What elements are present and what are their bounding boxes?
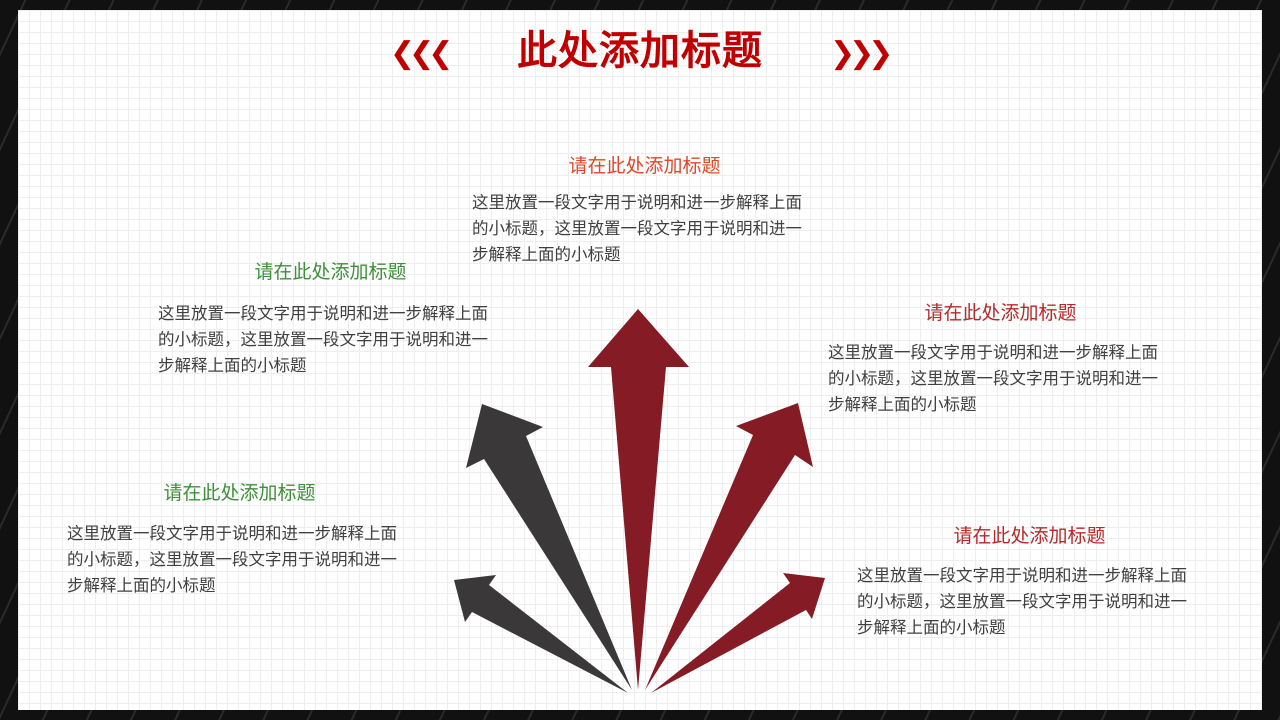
text-block-right-upper: 请在此处添加标题 这里放置一段文字用于说明和进一步解释上面的小标题，这里放置一段… — [828, 298, 1173, 418]
chevrons-left-icon: ❮❮❮ — [390, 36, 453, 71]
block-body: 这里放置一段文字用于说明和进一步解释上面的小标题，这里放置一段文字用于说明和进一… — [67, 524, 397, 595]
block-body: 这里放置一段文字用于说明和进一步解释上面的小标题，这里放置一段文字用于说明和进一… — [857, 566, 1187, 637]
arrow-left-short — [454, 575, 628, 693]
text-block-left-upper: 请在此处添加标题 这里放置一段文字用于说明和进一步解释上面的小标题，这里放置一段… — [158, 257, 503, 379]
arrow-right-tall — [645, 403, 813, 690]
arrow-center — [588, 309, 689, 690]
text-block-right-lower: 请在此处添加标题 这里放置一段文字用于说明和进一步解释上面的小标题，这里放置一段… — [857, 521, 1202, 641]
page-title: 此处添加标题 — [517, 28, 763, 74]
arrow-right-short — [651, 573, 825, 693]
block-heading: 请在此处添加标题 — [163, 482, 316, 504]
block-body: 这里放置一段文字用于说明和进一步解释上面的小标题，这里放置一段文字用于说明和进一… — [158, 304, 488, 375]
block-heading: 请在此处添加标题 — [568, 155, 721, 177]
text-block-top: 请在此处添加标题 这里放置一段文字用于说明和进一步解释上面的小标题，这里放置一段… — [472, 151, 817, 268]
block-body: 这里放置一段文字用于说明和进一步解释上面的小标题，这里放置一段文字用于说明和进一… — [828, 343, 1158, 414]
text-block-left-lower: 请在此处添加标题 这里放置一段文字用于说明和进一步解释上面的小标题，这里放置一段… — [67, 478, 412, 599]
arrow-left-tall — [466, 404, 632, 690]
chevrons-right-icon: ❯❯❯ — [830, 36, 893, 71]
block-heading: 请在此处添加标题 — [953, 525, 1106, 547]
block-heading: 请在此处添加标题 — [924, 302, 1077, 324]
block-body: 这里放置一段文字用于说明和进一步解释上面的小标题，这里放置一段文字用于说明和进一… — [472, 193, 802, 264]
block-heading: 请在此处添加标题 — [254, 261, 407, 283]
